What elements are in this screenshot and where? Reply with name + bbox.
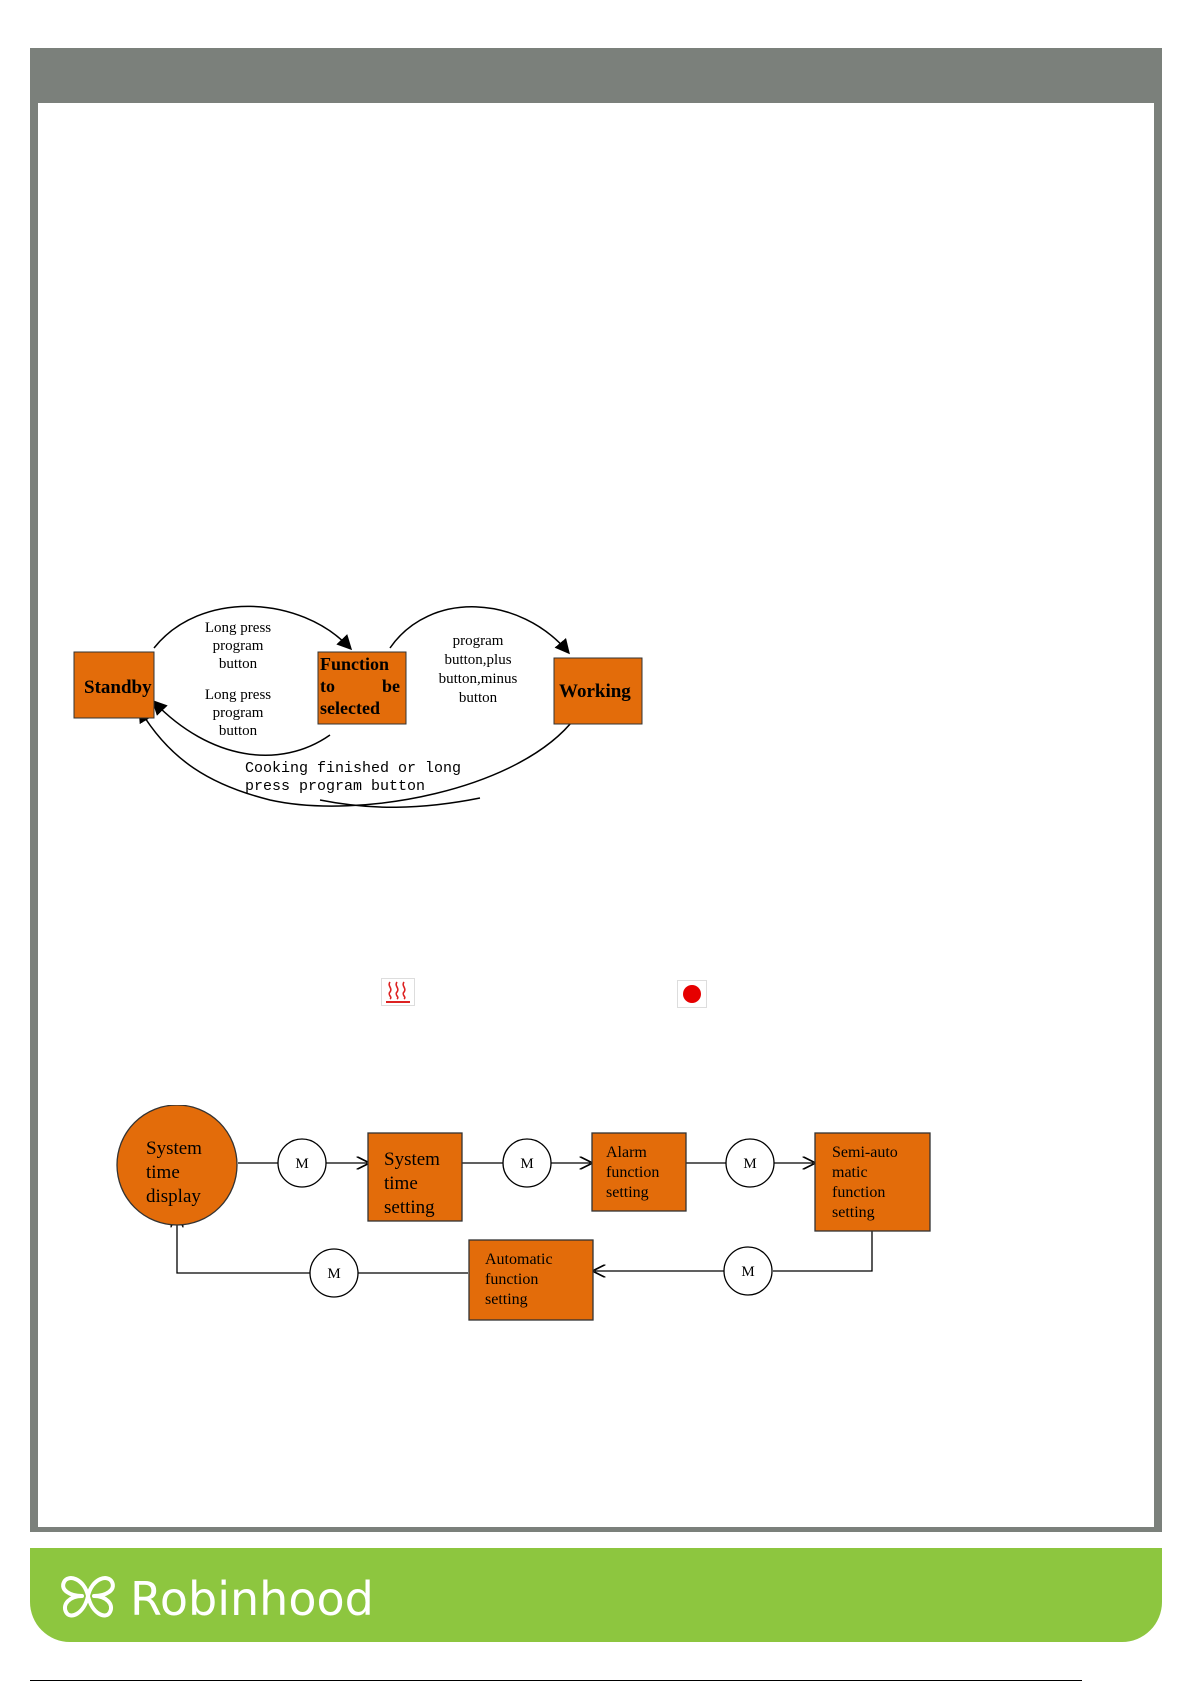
robinhood-logo: Robinhood <box>61 1572 374 1624</box>
transition-label-1b: program <box>213 638 264 654</box>
flow-start-system-time-display <box>116 1105 238 1226</box>
flow-step-4-label-1: Automatic <box>485 1251 553 1268</box>
flow-step-2-label-2: function <box>606 1164 659 1181</box>
state-working-label: Working <box>559 681 631 702</box>
flow-step-3-label-1: Semi-auto <box>832 1144 898 1161</box>
flow-connector-3-label: M <box>743 1156 756 1172</box>
transition-label-3b: button,plus <box>444 652 511 668</box>
flow-step-4-label-2: function <box>485 1271 538 1288</box>
transition-label-4a: Cooking finished or long <box>245 760 461 777</box>
menu-flow-diagram: System time display M System time settin… <box>116 1105 931 1321</box>
flow-connector-5 <box>309 1248 359 1298</box>
flow-connector-4 <box>723 1246 773 1296</box>
flow-step-3-label-4: setting <box>832 1204 875 1221</box>
flow-connector-1 <box>277 1138 327 1188</box>
flow-start-label-3: display <box>146 1186 201 1207</box>
bottom-rule <box>30 1680 1082 1681</box>
transition-label-3c: button,minus <box>439 671 518 687</box>
flow-connector-1-label: M <box>295 1156 308 1172</box>
flow-step-3-label-2: matic <box>832 1164 868 1181</box>
butterfly-logo-icon <box>61 1576 115 1618</box>
flow-step-2-label-1: Alarm <box>606 1144 647 1161</box>
flow-connector-2 <box>502 1138 552 1188</box>
transition-label-2a: Long press <box>205 687 271 703</box>
footer-bar <box>30 1548 1162 1642</box>
transition-label-1a: Long press <box>205 620 271 636</box>
flow-step-1-label-1: System <box>384 1149 440 1170</box>
state-function-selected <box>317 651 407 725</box>
state-function-label-4: selected <box>320 698 380 718</box>
state-function-label-2: to <box>320 676 335 696</box>
state-working <box>553 657 643 725</box>
flow-step-semi-automatic-function-setting <box>814 1132 931 1232</box>
flow-step-3-label-3: function <box>832 1184 885 1201</box>
flow-connector-3 <box>725 1138 775 1188</box>
flow-start-label-2: time <box>146 1162 180 1183</box>
flow-step-4-label-3: setting <box>485 1291 528 1308</box>
flow-connector-5-label: M <box>327 1266 340 1282</box>
transition-label-4b: press program button <box>245 778 425 795</box>
flow-step-automatic-function-setting <box>468 1239 594 1321</box>
transition-label-1c: button <box>219 656 258 672</box>
flow-step-alarm-function-setting <box>591 1132 687 1212</box>
flow-step-2-label-3: setting <box>606 1184 649 1201</box>
flow-step-system-time-setting <box>367 1132 463 1222</box>
flow-start-label-1: System <box>146 1138 202 1159</box>
state-standby-label: Standby <box>84 677 152 698</box>
flow-connector-2-label: M <box>520 1156 533 1172</box>
red-dot-icon <box>677 980 707 1008</box>
brand-name: Robinhood <box>130 1572 374 1624</box>
transition-label-2b: program <box>213 705 264 721</box>
state-function-label-3: be <box>382 676 400 696</box>
flow-step-1-label-2: time <box>384 1173 418 1194</box>
transition-label-3a: program <box>453 633 504 649</box>
flow-step-1-label-3: setting <box>384 1197 435 1218</box>
steam-heating-icon <box>381 978 415 1006</box>
state-function-label-1: Function <box>320 654 389 674</box>
transition-label-3d: button <box>459 690 498 706</box>
page-content-area <box>38 103 1154 1527</box>
transition-label-2c: button <box>219 723 258 739</box>
state-standby <box>73 651 155 719</box>
flow-connector-4-label: M <box>741 1264 754 1280</box>
state-diagram: Standby Function to be selected Working … <box>73 605 643 809</box>
